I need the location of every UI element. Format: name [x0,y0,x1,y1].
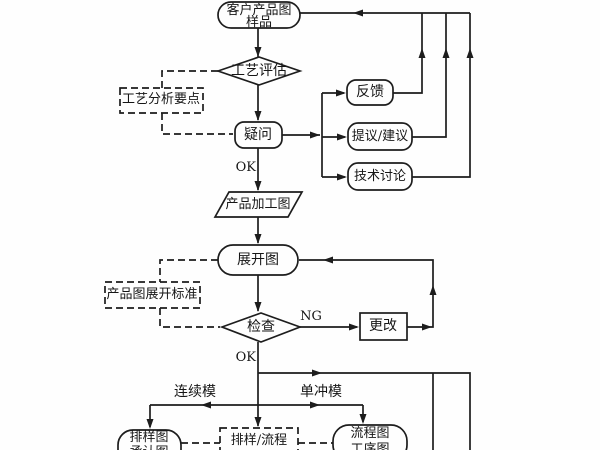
arrow-question-branch [310,131,320,139]
arrow-into-question [254,111,262,121]
connectors-solid [149,12,471,450]
arrow-into-unfold [254,234,262,244]
layout-drawing-node [117,429,182,450]
arrow-into-discussion [337,173,347,181]
layout-flow-dashed-box [219,427,299,450]
node-shapes [104,1,413,450]
arrow-into-layout-flow [254,417,262,427]
arrow-into-feedback [336,89,346,97]
dashed-analysis-to-question [161,113,233,135]
connector-feedback-return [393,13,423,94]
check-diamond [219,312,303,343]
customer-drawing-node [217,1,301,29]
tech-discussion-node [347,162,413,191]
dashed-unfold-to-standard [159,259,218,282]
arrow-proposal-up [442,48,450,58]
arrow-discussion-up [466,48,474,58]
dashed-standard-to-check [159,308,220,328]
unfold-standard-dashed-box [104,281,201,309]
connector-ok-branch-right-down [258,372,471,450]
connectors-dashed [159,70,333,444]
change-node [359,312,408,341]
arrow-into-check [254,302,262,312]
proposal-node [347,122,413,151]
arrow-into-layout-drawing [146,419,154,429]
arrow-into-change [349,323,359,331]
connector-discussion-return [412,13,471,178]
arrow-into-evaluation [254,47,262,57]
arrow-feedback-up [418,48,426,58]
arrow-into-customer [353,9,363,17]
question-node [234,121,283,149]
arrow-ok-branch-right [312,369,322,377]
arrow-progressive-die [201,401,211,409]
arrowheads [146,9,474,429]
arrow-single-punch-die [310,401,320,409]
arrow-change-loop-up [429,285,437,295]
flow-chart-node [332,424,408,450]
unfold-drawing-node [217,244,299,276]
process-evaluation-diamond [215,56,303,86]
arrow-into-proposal [337,133,347,141]
dashed-evaluation-to-analysis [161,70,218,88]
arrow-change-exit [422,323,432,331]
process-analysis-dashed-box [119,87,204,114]
connector-proposal-return [412,13,447,138]
arrow-into-processing [254,181,262,191]
arrow-into-flow-chart [359,414,367,424]
arrow-loop-into-unfold [323,256,333,264]
feedback-node [346,79,394,106]
product-processing-parallelogram [213,191,304,218]
